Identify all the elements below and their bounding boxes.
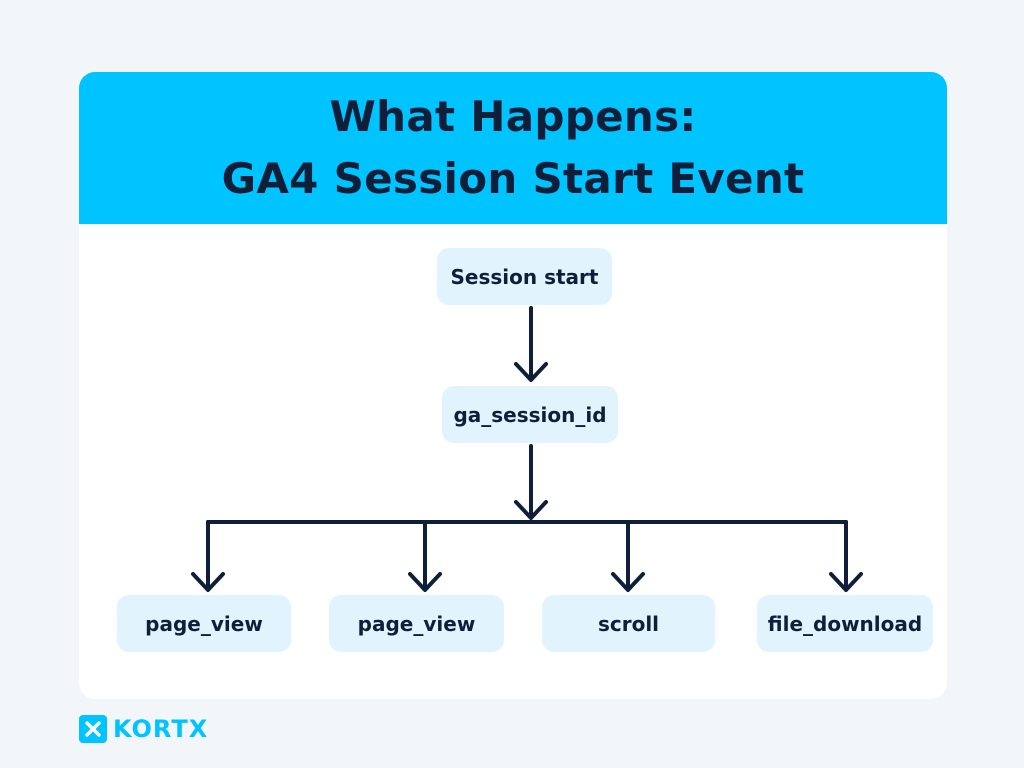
- node-event-page-view-1: page_view: [117, 595, 291, 652]
- arrowhead-event-4: [829, 572, 863, 592]
- title-banner: What Happens: GA4 Session Start Event: [79, 72, 947, 224]
- node-event-file-download: file_download: [757, 595, 933, 652]
- x-logo-icon: [79, 715, 107, 743]
- node-ga-session-id-label: ga_session_id: [453, 402, 607, 427]
- node-event-label: page_view: [145, 611, 263, 636]
- arrowhead-event-2: [408, 572, 442, 592]
- arrowhead-event-3: [611, 572, 645, 592]
- node-session-start: Session start: [437, 248, 612, 305]
- node-event-label: page_view: [357, 611, 476, 636]
- arrowhead-branch: [514, 500, 548, 520]
- node-ga-session-id: ga_session_id: [442, 386, 618, 443]
- kortx-logo: KORTX: [79, 715, 208, 743]
- logo-wordmark: KORTX: [113, 715, 209, 743]
- node-event-scroll: scroll: [542, 595, 715, 652]
- title-line-1: What Happens:: [329, 92, 697, 141]
- arrowhead-event-1: [191, 572, 225, 592]
- node-event-label: scroll: [597, 611, 660, 636]
- node-event-label: file_download: [767, 611, 923, 636]
- node-session-start-label: Session start: [450, 264, 599, 289]
- arrowhead-id: [514, 362, 548, 382]
- node-event-page-view-2: page_view: [329, 595, 504, 652]
- title-line-2: GA4 Session Start Event: [221, 154, 805, 203]
- diagram-card: What Happens: GA4 Session Start Event: [79, 72, 947, 699]
